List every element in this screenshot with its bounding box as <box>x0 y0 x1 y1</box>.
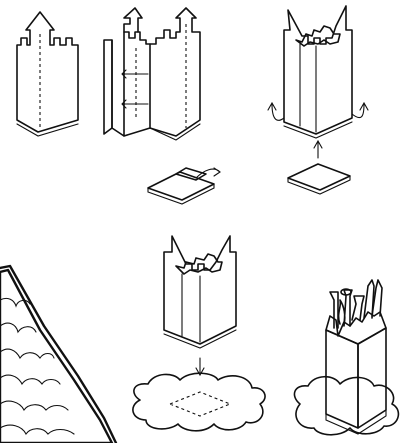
step-finished-holder <box>294 280 398 435</box>
roof-tiles-illustration <box>0 266 116 443</box>
step-tabs-folded <box>268 6 368 194</box>
step-placement <box>133 236 265 431</box>
step-base-folding <box>148 168 220 204</box>
step-flat-template <box>17 12 78 136</box>
step-folding-sides <box>104 8 200 140</box>
